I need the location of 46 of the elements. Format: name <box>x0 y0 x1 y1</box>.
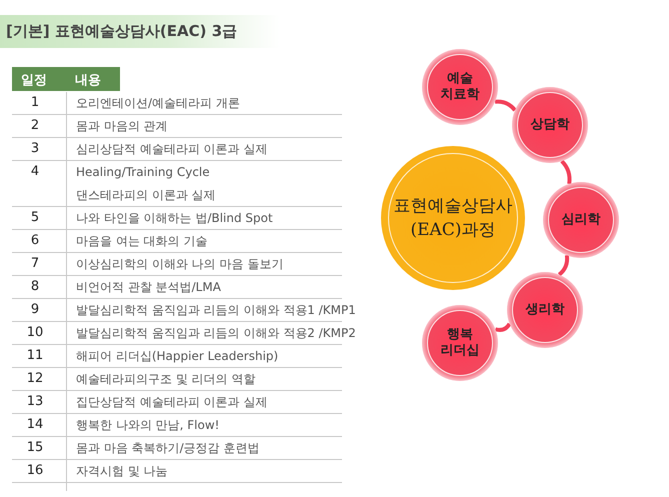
subject-circle: 예술 치료학 <box>422 49 498 125</box>
session-topic: 발달심리학적 움직임과 리듬의 이해와 적용2 /KMP2 <box>76 325 356 341</box>
row-number: 2 <box>30 118 40 134</box>
connector-line <box>558 255 570 276</box>
row-number: 1 <box>30 95 40 111</box>
session-topic: 해피어 리더십(Happier Leadership) <box>76 348 278 364</box>
session-topic: 마음을 여는 대화의 기술 <box>76 233 208 249</box>
session-topic: 발달심리학적 움직임과 리듬의 이해와 적용1 /KMP1 <box>76 302 356 318</box>
row-number: 3 <box>30 141 40 157</box>
session-topic: 몸과 마음 축복하기/긍정감 훈련법 <box>76 440 260 456</box>
session-topic: 오리엔테이션/예술테라피 개론 <box>76 95 240 111</box>
session-topic: 행복한 나와의 만남, Flow! <box>76 417 220 433</box>
course-circle: 표현예술상담사 (EAC)과정 <box>381 146 525 290</box>
row-number: 16 <box>26 463 44 479</box>
row-number: 11 <box>26 348 44 364</box>
connector-line <box>494 100 517 112</box>
row-number: 12 <box>26 371 44 387</box>
subject-circle: 생리학 <box>507 272 583 348</box>
row-number: 8 <box>30 279 40 295</box>
row-number: 15 <box>26 440 44 456</box>
subject-circle: 심리학 <box>543 182 619 258</box>
row-number: 14 <box>26 417 44 433</box>
row-number: 9 <box>30 302 40 318</box>
session-topic: 집단상담적 예술테라피 이론과 실제 <box>76 394 268 410</box>
subject-circle: 상담학 <box>512 87 588 163</box>
row-number: 6 <box>30 233 40 249</box>
session-topic: 예술테라피의구조 및 리더의 역할 <box>76 371 256 387</box>
connector-line <box>494 322 512 332</box>
session-topic: 나와 타인을 이해하는 법/Blind Spot <box>76 210 273 226</box>
row-number: 7 <box>30 256 40 272</box>
session-topic: 이상심리학의 이해와 나의 마음 돌보기 <box>76 256 284 272</box>
row-number: 4 <box>30 164 40 180</box>
session-topic: 자격시험 및 나눔 <box>76 463 168 479</box>
connector-line <box>560 160 572 184</box>
column-header: 내용 <box>75 72 101 89</box>
session-topic: 몸과 마음의 관계 <box>76 118 168 134</box>
title-text: [기본] 표현예술상담사(EAC) 3급 <box>6 22 238 41</box>
column-header: 일정 <box>21 72 47 89</box>
session-topic: 비언어적 관찰 분석법/LMA <box>76 279 221 295</box>
subject-circle: 행복 리더십 <box>422 305 498 381</box>
session-topic: Healing/Training Cycle <box>76 164 210 180</box>
row-number: 13 <box>26 394 44 410</box>
row-number: 10 <box>26 325 44 341</box>
session-topic: 심리상담적 예술테라피 이론과 실제 <box>76 141 268 157</box>
session-topic: 댄스테라피의 이론과 실제 <box>76 187 216 203</box>
row-number: 5 <box>30 210 40 226</box>
